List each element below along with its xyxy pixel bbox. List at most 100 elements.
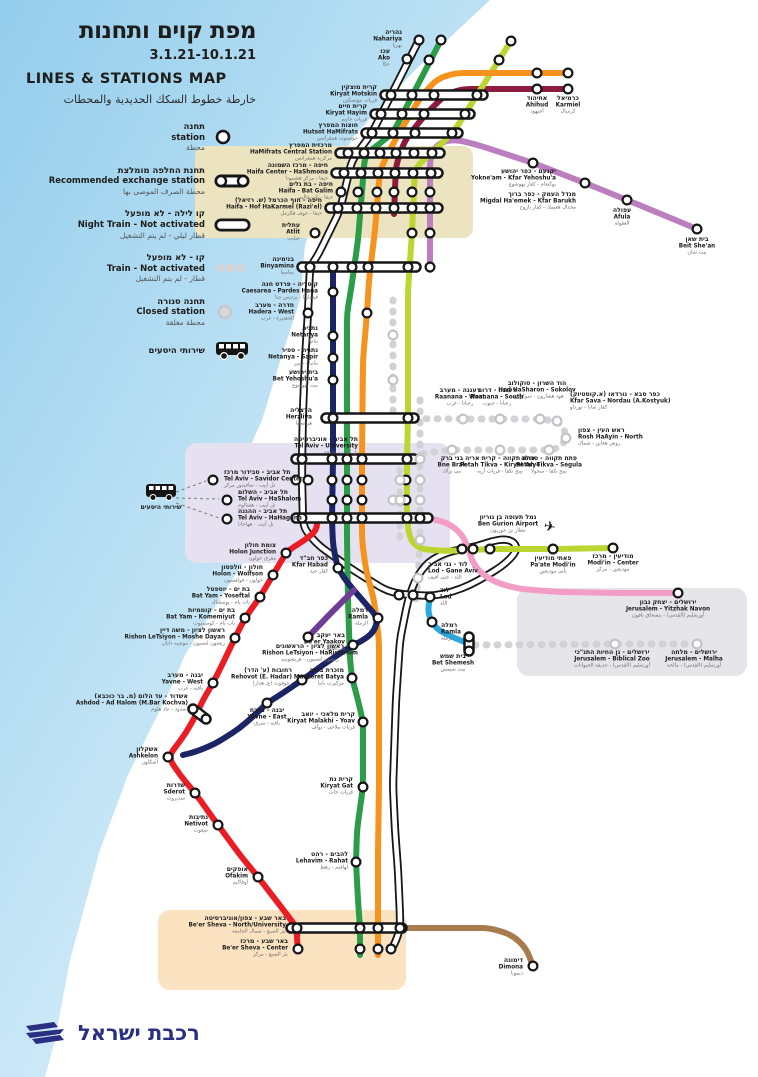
svg-text:ريشون لتسيون - هريشونيم: ريشون لتسيون - هريشونيم [281,657,339,663]
svg-text:Petah Tikva - Segula: Petah Tikva - Segula [516,463,582,469]
svg-text:بيتح تكفا - قريات أريه: بيتح تكفا - قريات أريه [477,468,523,475]
svg-text:Pa'ate Modi'in: Pa'ate Modi'in [530,563,575,569]
svg-text:قيساريا - برديس حنا: قيساريا - برديس حنا [275,295,318,301]
station-rehovot-e-hadar [296,674,308,686]
station-dot [414,494,426,506]
svg-text:Netivot: Netivot [184,822,208,828]
station-dot [407,167,419,179]
footer-logo: רכבת ישראל [24,1018,200,1048]
svg-text:Karmiel: Karmiel [556,103,581,109]
svg-text:تل أبيب - جامعة: تل أبيب - جامعة [324,449,359,456]
station-beit-she-an [691,223,703,235]
station-netanya-sapir [327,352,339,364]
svg-text:بئر يعقوب: بئر يعقوب [324,646,345,652]
svg-text:هود هشارون - سوكولوف: هود هشارون - سوكولوف [510,394,563,400]
svg-text:Bat Yam - Yoseftal: Bat Yam - Yoseftal [192,594,250,600]
svg-text:Kiryat Gat: Kiryat Gat [320,784,353,790]
svg-text:לוד: לוד [440,587,450,594]
svg-text:Kiryat Hayim: Kiryat Hayim [326,111,367,117]
station-dot [187,703,199,715]
station-dot [358,147,370,159]
svg-text:נתניה: נתניה [302,325,318,332]
station-dot [423,54,435,66]
date-range: 3.1.21-10.1.21 [149,48,256,63]
svg-text:פתח תקווה - סגולה: פתח תקווה - סגולה [521,455,577,462]
svg-text:سديروت: سديروت [167,796,185,802]
gray-jerusalem [471,640,701,649]
svg-text:Atlit: Atlit [286,230,300,236]
station-caesarea-pardes-hana [327,286,339,298]
svg-text:Ben Gurion Airport: Ben Gurion Airport [478,522,539,528]
svg-text:Yavne - West: Yavne - West [161,680,204,686]
svg-text:HaMifrats Central Station: HaMifrats Central Station [250,150,332,156]
svg-text:Ramla: Ramla [441,630,461,636]
svg-text:Be'er Yaakov: Be'er Yaakov [304,640,345,646]
station-dot [304,261,316,273]
svg-text:Tel Aviv - Savidor Center: Tel Aviv - Savidor Center [224,477,303,483]
svg-text:קרית חיים: קרית חיים [338,103,367,110]
svg-text:مطار بن جوريون: مطار بن جوريون [490,528,526,534]
svg-text:Bet Shemesh: Bet Shemesh [432,661,474,667]
station-ramla [426,616,438,628]
svg-text:يافنه - غرب: يافنه - غرب [178,686,204,692]
station-dot [467,543,479,555]
station-dot [402,412,414,424]
svg-text:بني براك: بني براك [443,469,462,475]
svg-text:قريات ملاخي - يوآف: قريات ملاخي - يوآف [311,724,355,731]
station-dot [351,202,363,214]
station-dot [471,89,483,101]
svg-text:الخضيرة - غرب: الخضيرة - غرب [261,316,294,322]
svg-text:هرتسليا: هرتسليا [296,421,313,427]
svg-text:روش هعاين - شمال: روش هعاين - شمال [578,441,621,447]
svg-text:أورشليم (القدس) - مالحة: أورشليم (القدس) - مالحة [667,662,722,669]
svg-text:كفار حبد: كفار حبد [310,569,329,575]
svg-text:ראשון לציון - הראשונים: ראשון לציון - הראשונים [276,643,345,650]
station-dot [332,202,344,214]
sea-background [0,0,490,1077]
svg-text:الرملة: الرملة [441,636,454,642]
station-dot [407,589,419,601]
svg-text:عتليت: عتليت [287,236,300,242]
svg-text:באר יעקב: באר יעקב [317,632,346,639]
station-dot [296,512,308,524]
svg-text:Haifa Center - HaShmona: Haifa Center - HaShmona [247,170,328,176]
svg-text:بات يام - كوميميوت: بات يام - كوميميوت [193,621,235,627]
svg-text:Petah Tikva - Kiryat Arye: Petah Tikva - Kiryat Arye [460,463,540,469]
station-holon-wolfson [267,569,279,581]
svg-text:כרמיאל: כרמיאל [557,95,579,102]
bus-symbol-icon [213,340,255,362]
svg-text:Tel Aviv - HaHagana: Tel Aviv - HaHagana [238,516,302,522]
svg-text:بيت شان: بيت شان [687,250,706,256]
station-ofakim [252,871,264,883]
station-dot [493,54,505,66]
svg-text:עכו: עכו [380,48,390,55]
svg-text:Hadera - West: Hadera - West [248,310,294,316]
station-rehovot-e-hadar-label: רחובות (ע' הדר)Rehovot (E. Hadar)رحوفوت … [231,667,293,687]
station-dot [371,186,383,198]
station-dot [406,89,418,101]
svg-text:נתניה - ספיר: נתניה - ספיר [281,347,318,354]
svg-text:חולון - וולפסון: חולון - וולפסון [221,564,263,571]
station-dot [394,922,406,934]
station-dot [463,631,475,643]
svg-text:Afula: Afula [614,215,631,221]
station-dot [406,186,418,198]
